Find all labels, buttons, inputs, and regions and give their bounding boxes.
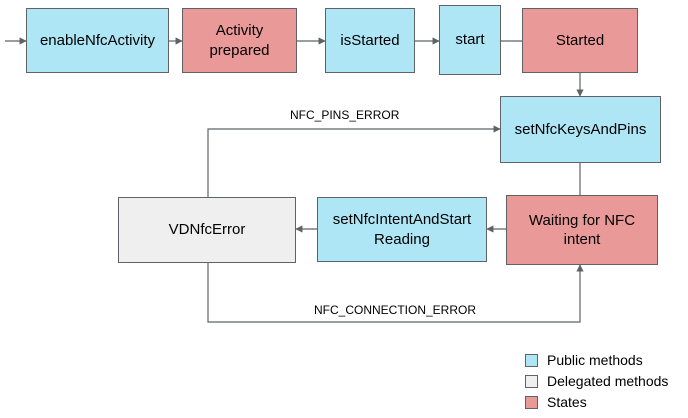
legend-public-methods: Public methods — [525, 352, 643, 368]
node-activity-prepared: Activity prepared — [182, 8, 297, 73]
label-nfc-pins-error: NFC_PINS_ERROR — [290, 108, 400, 122]
node-started: Started — [522, 8, 638, 73]
legend-swatch-delegated — [525, 374, 538, 388]
edge-error-to-waiting-connection — [207, 263, 584, 323]
node-start: start — [439, 5, 501, 75]
node-set-nfc-intent-and-start-reading: setNfcIntentAndStart Reading — [317, 197, 487, 262]
legend-states: States — [525, 394, 587, 410]
legend-delegated-methods: Delegated methods — [525, 373, 668, 389]
edge-error-to-keys-pins — [207, 125, 501, 197]
label-nfc-connection-error: NFC_CONNECTION_ERROR — [314, 303, 477, 317]
node-waiting-for-nfc-intent: Waiting for NFC intent — [506, 195, 658, 265]
node-set-nfc-keys-and-pins: setNfcKeysAndPins — [500, 96, 661, 163]
node-is-started: isStarted — [325, 8, 415, 73]
node-vd-nfc-error: VDNfcError — [118, 197, 296, 263]
legend-swatch-public — [525, 353, 538, 367]
legend-swatch-states — [525, 395, 538, 409]
node-enable-nfc-activity: enableNfcActivity — [26, 8, 169, 73]
